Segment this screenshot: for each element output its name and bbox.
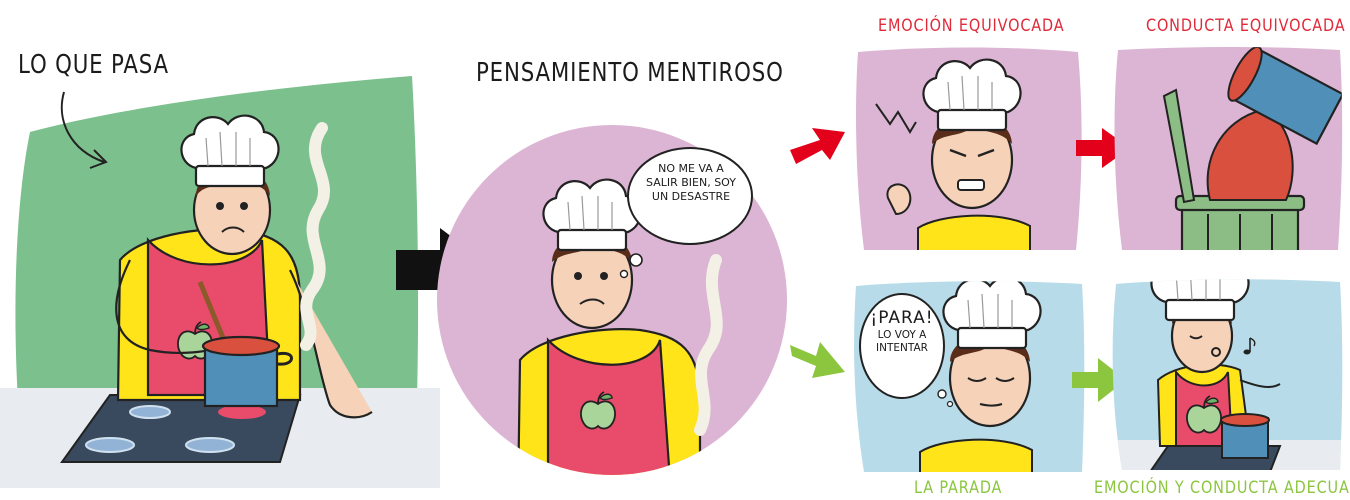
- trash-can-icon: [1162, 47, 1343, 250]
- music-note-icon: [1243, 337, 1256, 355]
- thought-line-2: SALIR BIEN, SOY: [646, 175, 736, 189]
- green-arrow-2: [1072, 358, 1126, 402]
- para-title: ¡PARA!: [870, 308, 934, 328]
- thought-bubble-text: NO ME VA A SALIR BIEN, SOY UN DESASTRE: [632, 162, 750, 203]
- panel-emocion-adecuada: [1112, 279, 1343, 470]
- panel-pensamiento: [437, 125, 787, 475]
- para-line-1: LO VOY A: [877, 329, 927, 342]
- panel-conducta-equivocada: [1114, 47, 1343, 250]
- label-conducta-equivocada: CONDUCTA EQUIVOCADA: [1146, 16, 1346, 36]
- para-bubble-text: ¡PARA! LO VOY A INTENTAR: [862, 308, 942, 356]
- para-bubble: [859, 293, 945, 399]
- thought-bubble: [627, 147, 753, 245]
- label-pensamiento-mentiroso: PENSAMIENTO MENTIROSO: [476, 58, 784, 88]
- panel-la-parada: [854, 281, 1085, 472]
- label-emocion-conducta-adecuada: EMOCIÓN Y CONDUCTA ADECUADA: [1094, 478, 1350, 498]
- thought-line-3: UN DESASTRE: [651, 189, 731, 203]
- steam-icon: [300, 122, 330, 351]
- label-lo-que-pasa: LO QUE PASA: [18, 50, 169, 80]
- label-la-parada: LA PARADA: [914, 478, 1003, 498]
- pot-icon: [201, 335, 293, 408]
- panel-lo-que-pasa: [0, 76, 440, 488]
- green-arrow-1: [790, 342, 845, 378]
- para-line-2: INTENTAR: [876, 342, 928, 355]
- red-arrow-2: [1076, 128, 1130, 168]
- thought-line-1: NO ME VA A: [658, 162, 724, 175]
- label-emocion-equivocada: EMOCIÓN EQUIVOCADA: [878, 16, 1065, 36]
- red-arrow-1: [790, 128, 845, 164]
- panel-emocion-equivocada: [856, 47, 1082, 250]
